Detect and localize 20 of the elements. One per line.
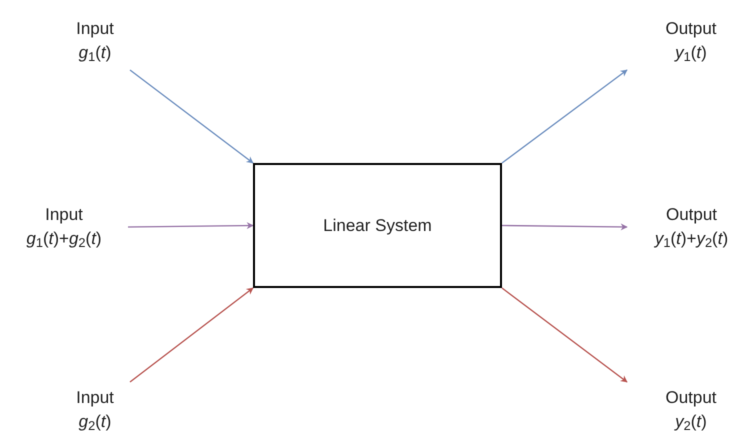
arrow [502,69,628,164]
arrow [130,287,254,383]
signal-label: Output [666,204,718,226]
system-label: Linear System [323,214,432,236]
signal-label: Output [665,18,717,40]
signal-formula: g$_{2}$(t) [78,411,112,434]
signal-formula: y$_{1}$(t)+y$_{2}$(t) [654,228,728,251]
signal-formula: y$_{2}$(t) [675,411,707,434]
signal-formula: g$_{1}$(t) [78,42,112,65]
arrow [502,287,628,383]
signal-label: Input [45,204,83,226]
arrow [128,222,254,230]
system-box [253,163,502,288]
signal-label: Input [76,387,114,409]
signal-label: Output [665,387,717,409]
arrow [502,223,628,230]
arrow [130,69,254,164]
signal-formula: g$_{1}$(t)+g$_{2}$(t) [26,228,102,251]
signal-label: Input [76,18,114,40]
signal-formula: y$_{1}$(t) [675,42,707,65]
